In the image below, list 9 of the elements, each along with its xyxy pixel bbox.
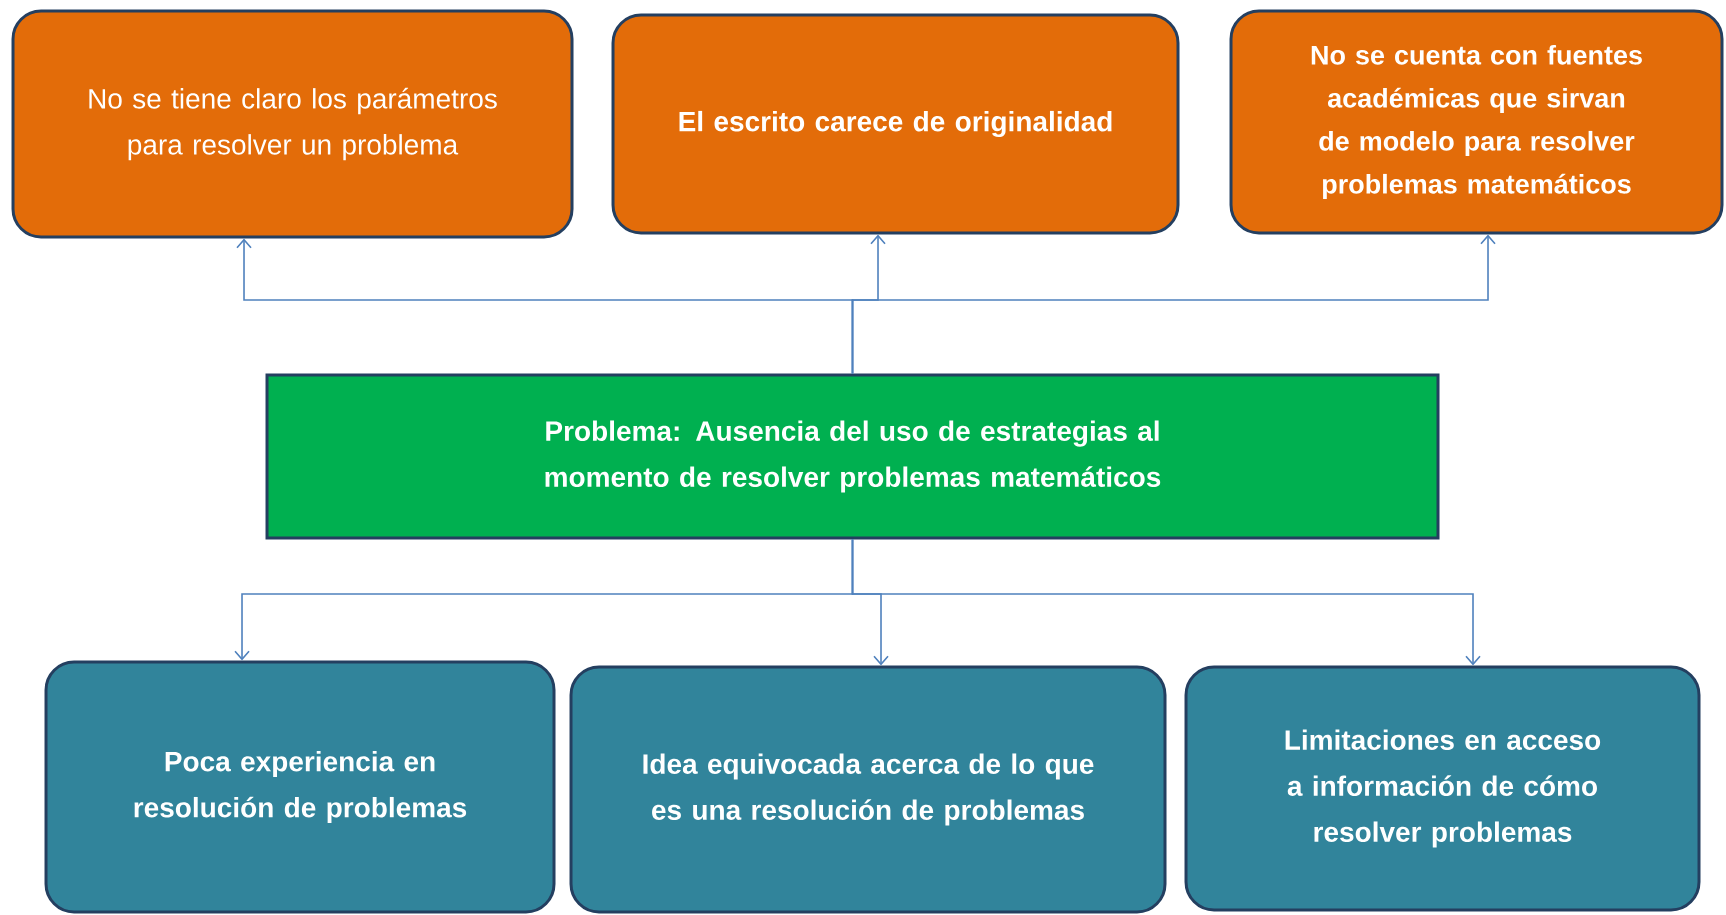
cause-box: Limitaciones en acceso a información de cómo resolver problemas [1184, 665, 1701, 912]
effect-box: No se tiene claro los parámetros para resolver un problema [11, 9, 574, 239]
arrow [851, 538, 1481, 666]
cause-box: Poca experiencia en resolución de problemas [44, 660, 556, 914]
problem-box: Problema: Ausencia del uso de estrategias al momento de resolver problemas matemáticos [265, 373, 1440, 540]
arrow [851, 234, 1496, 375]
cause-box: Idea equivocada acerca de lo que es una resolución de problemas [569, 665, 1167, 914]
effect-box: El escrito carece de originalidad [611, 13, 1180, 235]
effect-box: No se cuenta con fuentes académicas que sirvan de modelo para resolver problemas matemáticos [1229, 9, 1724, 235]
